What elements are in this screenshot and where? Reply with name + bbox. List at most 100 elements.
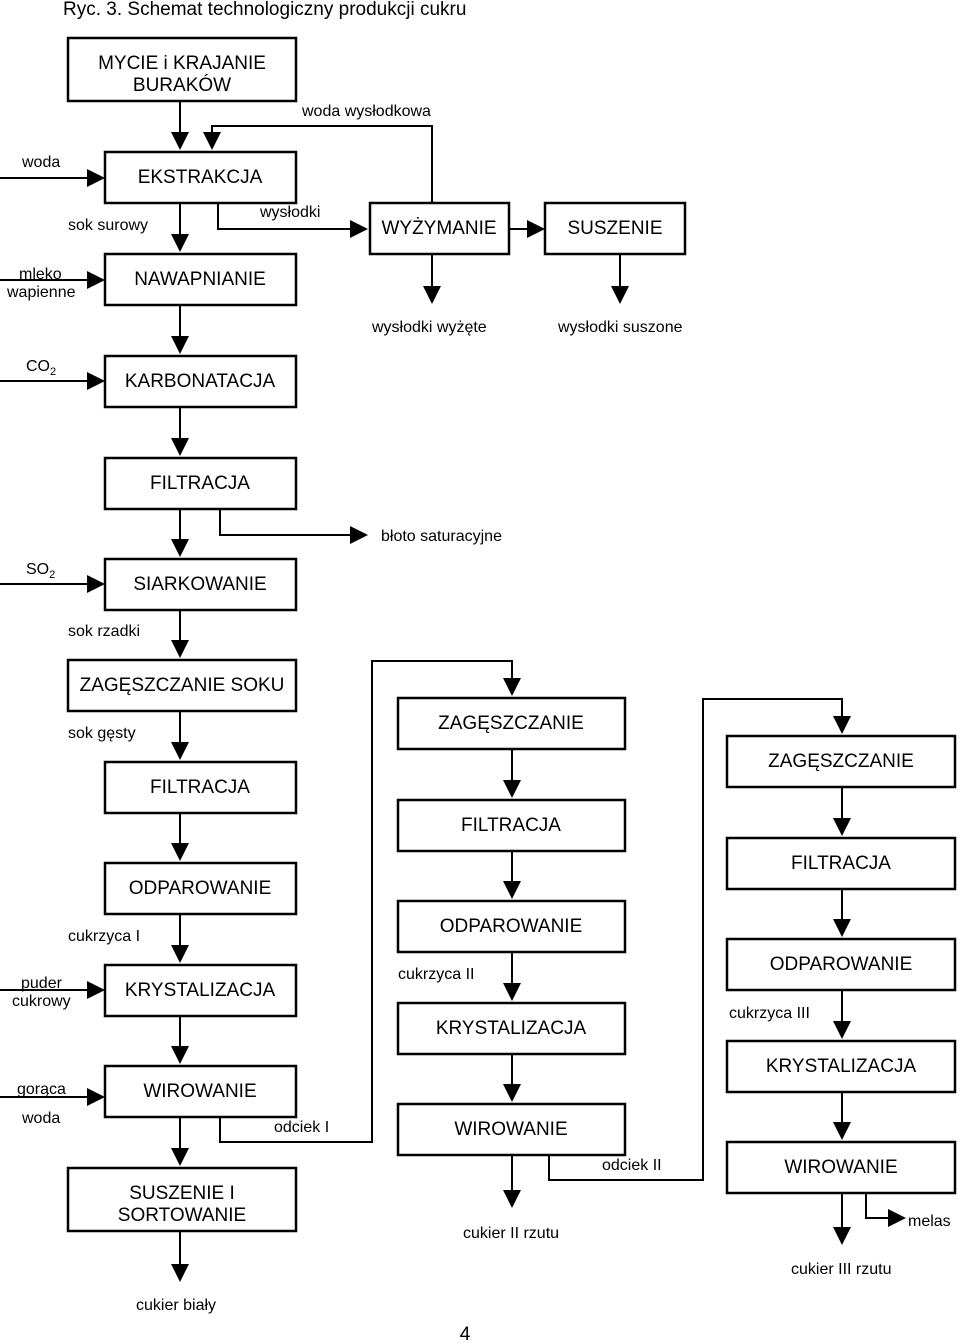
label-cukier-3-rzutu: cukier III rzutu xyxy=(791,1261,891,1278)
label-sok-gesty: sok gęsty xyxy=(68,725,136,742)
label-sok-rzadki: sok rzadki xyxy=(68,623,140,640)
label-odciek-1: odciek I xyxy=(274,1119,329,1136)
label-cukrzyca-2: cukrzyca II xyxy=(398,966,474,983)
arrowhead-right-19 xyxy=(87,1088,105,1106)
flow-line-31 xyxy=(548,698,843,1181)
box-zageszczanie-soku xyxy=(66,658,298,713)
box-ekstrakcja-label: EKSTRAKCJA xyxy=(138,167,263,188)
label-bloto-saturacyjne: błoto saturacyjne xyxy=(381,528,502,545)
box-suszenie-label: SUSZENIE xyxy=(567,218,662,239)
arrowhead-right-17 xyxy=(87,575,105,593)
box-wirowanie-2-label: WIROWANIE xyxy=(454,1119,567,1140)
figure-title: Ryc. 3. Schemat technologiczny produkcji… xyxy=(63,0,466,20)
process-boxes: MYCIE i KRAJANIE BURAKÓW EKSTRAKCJA WYŻY… xyxy=(66,36,957,1233)
box-zageszczanie-2 xyxy=(396,696,627,751)
arrowhead-down-13 xyxy=(203,132,221,150)
box-zageszczanie-2-label: ZAGĘSZCZANIE xyxy=(438,713,584,734)
box-zageszczanie-3-label: ZAGĘSZCZANIE xyxy=(768,751,914,772)
arrowhead-down-31 xyxy=(833,716,851,734)
box-krystalizacja-1-label: KRYSTALIZACJA xyxy=(125,980,276,1001)
arrowhead-down-1 xyxy=(171,132,189,150)
label-co2: CO2 xyxy=(26,358,56,378)
box-nawapnianie-label: NAWAPNIANIE xyxy=(134,269,266,290)
box-suszenie-sortowanie-label-2: SORTOWANIE xyxy=(118,1205,246,1226)
arrowhead-down-25 xyxy=(503,678,521,696)
arrowhead-down-28 xyxy=(503,983,521,1001)
arrowhead-down-8 xyxy=(171,843,189,861)
box-siarkowanie xyxy=(103,557,298,612)
label-cukrzyca-3: cukrzyca III xyxy=(729,1005,810,1022)
box-mycie-label-2: BURAKÓW xyxy=(133,74,231,96)
box-karbonatacja xyxy=(103,354,298,409)
label-sok-surowy: sok surowy xyxy=(68,217,148,234)
box-suszenie-sortowanie xyxy=(66,1166,298,1233)
label-wapienne: wapienne xyxy=(6,284,76,301)
label-cukrzyca-1: cukrzyca I xyxy=(68,928,140,945)
arrowhead-right-21 xyxy=(527,220,545,238)
arrowhead-down-11 xyxy=(171,1148,189,1166)
arrowhead-down-35 xyxy=(833,1122,851,1140)
arrowhead-right-16 xyxy=(87,372,105,390)
arrowhead-right-20 xyxy=(350,220,368,238)
box-nawapnianie xyxy=(103,252,298,307)
arrowhead-down-9 xyxy=(171,945,189,963)
page-number: 4 xyxy=(460,1324,471,1343)
label-so2: SO2 xyxy=(26,561,55,581)
arrowhead-down-33 xyxy=(833,919,851,937)
arrowhead-down-27 xyxy=(503,881,521,899)
label-puder: puder xyxy=(21,975,63,992)
arrowhead-right-18 xyxy=(87,981,105,999)
arrowhead-down-22 xyxy=(423,286,441,304)
label-cukier-bialy: cukier biały xyxy=(136,1297,216,1314)
box-filtracja-2 xyxy=(103,760,298,815)
box-wirowanie-1 xyxy=(103,1064,298,1119)
label-mleko: mleko xyxy=(19,266,62,283)
box-filtracja-4 xyxy=(725,836,957,891)
flow-line-24 xyxy=(219,509,352,536)
flow-line-13 xyxy=(211,125,433,203)
box-krystalizacja-1 xyxy=(103,963,298,1018)
box-odparowanie-2 xyxy=(396,899,627,954)
box-wirowanie-3 xyxy=(725,1140,957,1195)
label-wyslodki: wysłodki xyxy=(259,204,320,221)
label-cukrowy: cukrowy xyxy=(12,993,71,1010)
arrowhead-right-24 xyxy=(350,526,368,544)
box-wirowanie-2 xyxy=(396,1102,627,1157)
box-krystalizacja-3-label: KRYSTALIZACJA xyxy=(766,1056,917,1077)
box-filtracja-1-label: FILTRACJA xyxy=(150,473,250,494)
box-mycie-krajanie xyxy=(66,36,298,103)
box-odparowanie-3 xyxy=(725,937,957,992)
arrowhead-down-29 xyxy=(503,1084,521,1102)
arrowhead-right-14 xyxy=(87,169,105,187)
box-siarkowanie-label: SIARKOWANIE xyxy=(133,574,266,595)
flow-line-20 xyxy=(217,203,352,230)
box-filtracja-3 xyxy=(396,798,627,853)
box-filtracja-4-label: FILTRACJA xyxy=(791,853,891,874)
box-ekstrakcja xyxy=(103,150,298,205)
arrowhead-down-23 xyxy=(611,286,629,304)
box-wyzymanie-label: WYŻYMANIE xyxy=(381,218,496,239)
arrowhead-down-32 xyxy=(833,818,851,836)
label-wyslodki-wyzete: wysłodki wyżęte xyxy=(371,319,487,336)
arrowhead-down-10 xyxy=(171,1046,189,1064)
flow-lines xyxy=(0,101,890,1266)
label-melas: melas xyxy=(908,1213,951,1230)
box-odparowanie-1-label: ODPAROWANIE xyxy=(129,878,272,899)
box-krystalizacja-3 xyxy=(725,1039,957,1094)
arrowhead-down-3 xyxy=(171,336,189,354)
box-filtracja-1 xyxy=(103,456,298,511)
box-odparowanie-1 xyxy=(103,861,298,916)
arrowhead-down-6 xyxy=(171,640,189,658)
arrowhead-down-5 xyxy=(171,539,189,557)
box-wyzymanie xyxy=(368,201,511,256)
arrowhead-down-2 xyxy=(171,234,189,252)
flow-line-37 xyxy=(865,1193,890,1219)
arrowhead-down-30 xyxy=(503,1190,521,1208)
label-cukier-2-rzutu: cukier II rzutu xyxy=(463,1225,559,1242)
flow-labels: woda wysłodkowa woda sok surowy wysłodki… xyxy=(6,103,951,1343)
box-filtracja-2-label: FILTRACJA xyxy=(150,777,250,798)
arrowhead-right-15 xyxy=(87,271,105,289)
box-mycie-label-1: MYCIE i KRAJANIE xyxy=(98,53,266,74)
flow-line-25 xyxy=(219,660,513,1143)
